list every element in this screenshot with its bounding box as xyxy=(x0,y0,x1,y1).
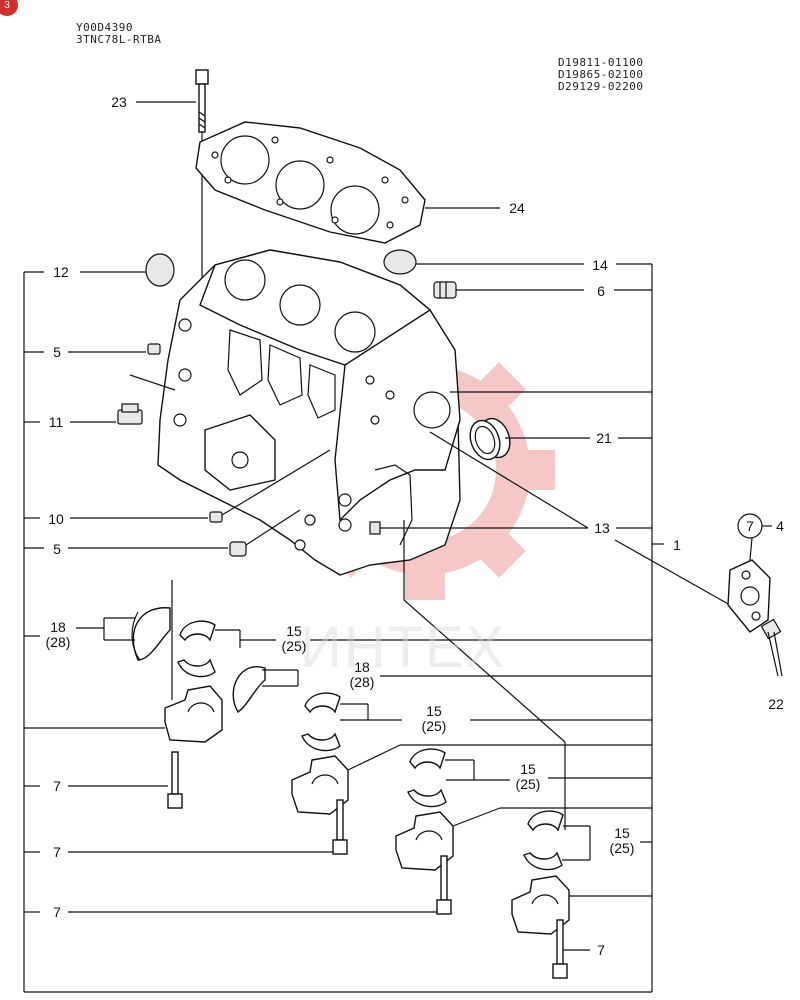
callout-7-a: 7 xyxy=(53,778,61,794)
callout-7-c: 7 xyxy=(53,904,61,920)
callout-12: 12 xyxy=(53,264,69,280)
plug-11 xyxy=(117,403,143,425)
watermark-text: ИНТЕХ xyxy=(300,615,507,680)
main-bearing-bolt-7-a xyxy=(167,751,183,809)
callout-6: 6 xyxy=(597,283,605,299)
callout-18-right-alt: (28) xyxy=(349,674,375,690)
callout-23: 23 xyxy=(111,94,127,110)
bearing-cap-c xyxy=(395,811,454,871)
bolt-22 xyxy=(760,618,783,677)
callout-18-right: 18 (28) xyxy=(344,660,380,690)
callout-7-circled: 7 xyxy=(746,518,754,534)
callout-15-c: 15 (25) xyxy=(510,762,546,792)
main-bearing-15-a xyxy=(177,620,216,678)
diagram-code: Y00D4390 xyxy=(76,21,133,34)
callout-7-b: 7 xyxy=(53,844,61,860)
callout-15-c-number: 15 xyxy=(520,761,536,777)
plug-5-upper xyxy=(147,343,161,355)
callout-22: 22 xyxy=(768,696,784,712)
callout-15-b: 15 (25) xyxy=(416,704,452,734)
callout-1: 1 xyxy=(673,537,681,553)
main-bearing-bolt-7-d xyxy=(552,919,568,979)
thrust-bearing-18-left xyxy=(131,607,171,661)
main-bearing-15-d xyxy=(523,810,564,871)
plug-13 xyxy=(369,521,381,535)
bearing-cap-left xyxy=(164,685,223,743)
callout-18-left: 18 (28) xyxy=(40,620,76,650)
plug-10 xyxy=(209,511,223,523)
callout-15-d-number: 15 xyxy=(614,825,630,841)
head-gasket-24 xyxy=(195,121,426,244)
callout-15-d-alt: (25) xyxy=(609,840,635,856)
main-bearing-15-c xyxy=(407,748,447,808)
main-bearing-bolt-7-c xyxy=(436,855,452,915)
callout-4: 4 xyxy=(776,518,784,534)
camshaft-bushing-21 xyxy=(469,417,511,461)
thrust-bearing-18-right xyxy=(232,665,266,714)
callout-15-a-alt: (25) xyxy=(281,638,307,654)
callout-5-lower: 5 xyxy=(53,541,61,557)
cup-plug-14 xyxy=(383,249,417,275)
callout-24: 24 xyxy=(509,200,525,216)
callout-15-a: 15 (25) xyxy=(276,624,312,654)
callout-18-left-number: 18 xyxy=(50,619,66,635)
bearing-cap-b xyxy=(291,755,349,815)
callout-10: 10 xyxy=(48,511,64,527)
callout-15-b-alt: (25) xyxy=(421,718,447,734)
corner-badge: 3 xyxy=(0,0,18,16)
plug-5-lower xyxy=(229,541,247,557)
serial-range-2: D19865-02100 xyxy=(558,68,644,81)
bearing-cap-d xyxy=(511,875,570,935)
cover-plate-4 xyxy=(727,559,771,633)
main-bearing-15-b xyxy=(301,692,341,752)
callout-13: 13 xyxy=(594,520,610,536)
engine-model: 3TNC78L-RTBA xyxy=(76,33,162,46)
threaded-plug-6 xyxy=(433,281,457,299)
cup-plug-12 xyxy=(145,253,175,287)
callout-18-right-number: 18 xyxy=(354,659,370,675)
callout-15-a-number: 15 xyxy=(286,623,302,639)
serial-range-3: D29129-02200 xyxy=(558,80,644,93)
head-bolt-23 xyxy=(195,69,209,133)
callout-15-c-alt: (25) xyxy=(515,776,541,792)
callout-21: 21 xyxy=(596,430,612,446)
callout-18-left-alt: (28) xyxy=(45,634,71,650)
callout-7-d: 7 xyxy=(597,942,605,958)
callout-14: 14 xyxy=(592,257,608,273)
serial-range-1: D19811-01100 xyxy=(558,56,644,69)
callout-5-upper: 5 xyxy=(53,344,61,360)
callout-11: 11 xyxy=(48,414,64,430)
callout-15-d: 15 (25) xyxy=(604,826,640,856)
callout-15-b-number: 15 xyxy=(426,703,442,719)
main-bearing-bolt-7-b xyxy=(332,799,348,855)
cylinder-block-1 xyxy=(157,249,461,576)
